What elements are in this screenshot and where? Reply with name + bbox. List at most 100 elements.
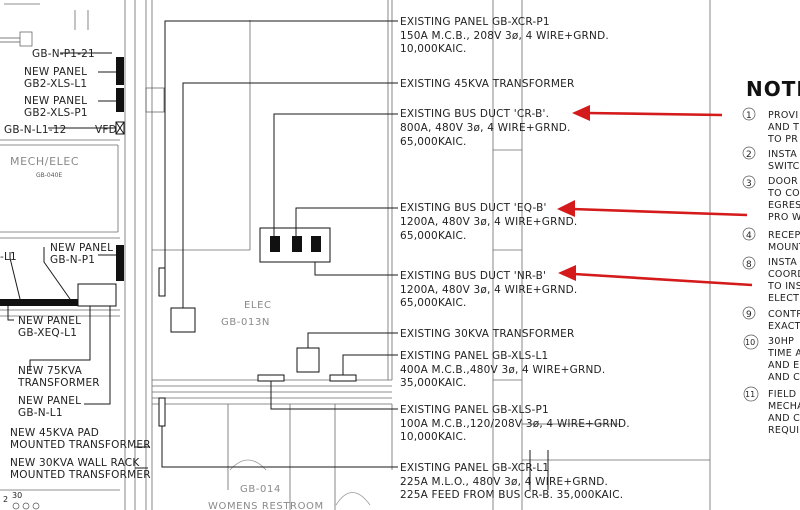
label-new-45kva-pad: NEW 45KVA PAD (10, 427, 99, 439)
label-mounted-transformer-2: MOUNTED TRANSFORMER (10, 469, 151, 481)
note-4-number: 4 (746, 231, 752, 241)
callout-gb-xls-p1-kaic: 10,000KAIC. (400, 431, 467, 443)
callout-gb-xcr-l1-feed: 225A FEED FROM BUS CR-B. 35,000KAIC. (400, 489, 623, 501)
note-2-line-1: INSTA (768, 149, 797, 160)
panel-gb-xeq-l1-symbol (0, 299, 78, 306)
callout-bus-nr-b-rating: 1200A, 480V 3ø, 4 WIRE+GRND. (400, 284, 577, 296)
note-8-line-4: ELECT (768, 293, 799, 304)
label-vfd: VFD (95, 124, 117, 136)
note-11-number: 11 (745, 390, 755, 399)
label-mounted-transformer-1: MOUNTED TRANSFORMER (10, 439, 151, 451)
callout-gb-xls-l1-title: EXISTING PANEL GB-XLS-L1 (400, 350, 548, 362)
label-transformer: TRANSFORMER (17, 377, 100, 389)
callout-gb-xcr-l1-rating: 225A M.L.O., 480V 3ø, 4 WIRE+GRND. (400, 476, 608, 488)
mech-room-tag: GB-040E (36, 172, 62, 179)
callout-gb-xcr-p1-rating: 150A M.C.B., 208V 3ø, 4 WIRE+GRND. (400, 30, 609, 42)
sheet-reference: 30 (12, 491, 22, 500)
note-1-line-1: PROVI (768, 110, 798, 121)
callout-bus-nr-b-kaic: 65,000KAIC. (400, 297, 467, 309)
callout-bus-eq-b-title: EXISTING BUS DUCT 'EQ-B' (400, 202, 547, 214)
note-8-line-1: INSTA (768, 257, 797, 268)
note-8-line-3: TO INS (767, 281, 800, 292)
label-gb-n-l1-12: GB-N-L1-12 (4, 124, 66, 136)
red-arrow-cr-b (585, 111, 723, 117)
callout-gb-xls-p1-title: EXISTING PANEL GB-XLS-P1 (400, 404, 549, 416)
callout-bus-nr-b-title: EXISTING BUS DUCT 'NR-B' (400, 270, 546, 282)
label-gb-n-l1: GB-N-L1 (18, 407, 63, 419)
bus-duct-cr-b-symbol (270, 236, 280, 252)
panel-gb2-xls-p1-symbol (116, 88, 124, 112)
leader-lines (7, 20, 549, 490)
note-3-line-3: EGRES (768, 200, 800, 211)
room-labels: ELEC GB-013N GB-014 WOMENS RESTROOM (208, 300, 324, 510)
bus-duct-eq-b-symbol (292, 236, 302, 252)
label-l1-fragment: -L1 (0, 251, 17, 263)
label-new-panel-1: NEW PANEL (24, 66, 87, 78)
panel-gb-xls-p1-existing-symbol (257, 374, 285, 382)
red-arrow-eq-b (571, 207, 748, 217)
note-3-line-4: PRO W (768, 212, 800, 223)
note-10-line-4: AND C (768, 372, 800, 383)
room-number-restroom: GB-014 (240, 484, 281, 495)
callout-30kva-title: EXISTING 30KVA TRANSFORMER (400, 328, 574, 340)
notes-panel: NOTE 1 PROVI AND T TO PR 2 INSTA SWITC 3… (742, 77, 800, 436)
note-10-number: 10 (745, 338, 755, 347)
panel-gb-n-p1-symbol (116, 245, 124, 281)
callout-gb-xls-l1-kaic: 35,000KAIC. (400, 377, 467, 389)
callout-gb-xls-l1-rating: 400A M.C.B.,480V 3ø, 4 WIRE+GRND. (400, 364, 605, 376)
note-8-line-2: COORD (768, 269, 800, 280)
note-9-line-2: EXACT (768, 321, 800, 332)
note-9-number: 9 (746, 310, 752, 320)
callout-gb-xcr-p1-kaic: 10,000KAIC. (400, 43, 467, 55)
note-4-line-2: MOUNT (768, 242, 800, 253)
transformer-30kva-symbol (296, 347, 320, 373)
note-9-line-1: CONTR (768, 309, 800, 320)
note-10-line-3: AND E (768, 360, 799, 371)
callout-45kva-title: EXISTING 45KVA TRANSFORMER (400, 78, 574, 90)
note-3-line-1: DOOR (768, 176, 798, 187)
note-10-line-1: 30HP (768, 336, 794, 347)
callout-bus-cr-b-rating: 800A, 480V 3ø, 4 WIRE+GRND. (400, 122, 571, 134)
sheet-reference-2: 2 (3, 495, 8, 504)
label-gb-n-p1: GB-N-P1 (50, 254, 95, 266)
note-8-number: 8 (746, 260, 752, 270)
callout-gb-xcr-l1-title: EXISTING PANEL GB-XCR-L1 (400, 462, 549, 474)
panel-gb-xls-l1-existing-symbol (329, 374, 357, 382)
callout-bus-eq-b-kaic: 65,000KAIC. (400, 230, 467, 242)
red-arrows (557, 105, 753, 287)
label-new-75kva: NEW 75KVA (18, 365, 83, 377)
note-3-line-2: TO CO (767, 188, 800, 199)
transformer-75kva-symbol (77, 283, 117, 307)
note-4-line-1: RECEP (768, 230, 800, 241)
callout-gb-xcr-p1-title: EXISTING PANEL GB-XCR-P1 (400, 16, 550, 28)
label-gb2-xls-p1: GB2-XLS-P1 (24, 107, 88, 119)
room-label-womens-restroom: WOMENS RESTROOM (208, 501, 324, 510)
transformer-45kva-symbol (170, 307, 196, 333)
label-new-30kva-wall-rack: NEW 30KVA WALL RACK (10, 457, 140, 469)
note-2-line-2: SWITC (768, 161, 800, 172)
label-new-panel-3: NEW PANEL (50, 242, 113, 254)
note-1-line-2: AND T (768, 122, 799, 133)
callout-bus-eq-b-rating: 1200A, 480V 3ø, 4 WIRE+GRND. (400, 216, 577, 228)
room-number-elec: GB-013N (221, 317, 270, 328)
callout-gb-xls-p1-rating: 100A M.C.B.,120/208V 3ø, 4 WIRE+GRND. (400, 418, 630, 430)
red-arrow-nr-b (573, 272, 753, 287)
callout-bus-cr-b-title: EXISTING BUS DUCT 'CR-B'. (400, 108, 549, 120)
room-label-elec: ELEC (244, 300, 272, 311)
panel-gb2-xls-l1-symbol (116, 57, 124, 85)
left-labels: GB-N-P1-21 NEW PANEL GB2-XLS-L1 NEW PANE… (0, 48, 151, 510)
label-new-panel-4: NEW PANEL (18, 315, 81, 327)
building-walls (0, 0, 711, 510)
label-new-panel-5: NEW PANEL (18, 395, 81, 407)
label-gb-xeq-l1: GB-XEQ-L1 (18, 327, 77, 339)
bus-duct-nr-b-symbol (311, 236, 321, 252)
note-10-line-2: TIME A (767, 348, 800, 359)
equipment: GB-040E (0, 57, 357, 427)
note-3-number: 3 (746, 179, 752, 189)
label-new-panel-2: NEW PANEL (24, 95, 87, 107)
notes-title: NOTE (746, 77, 800, 101)
panel-gb-xcr-p1-existing-symbol (158, 267, 166, 297)
note-2-number: 2 (746, 150, 752, 160)
